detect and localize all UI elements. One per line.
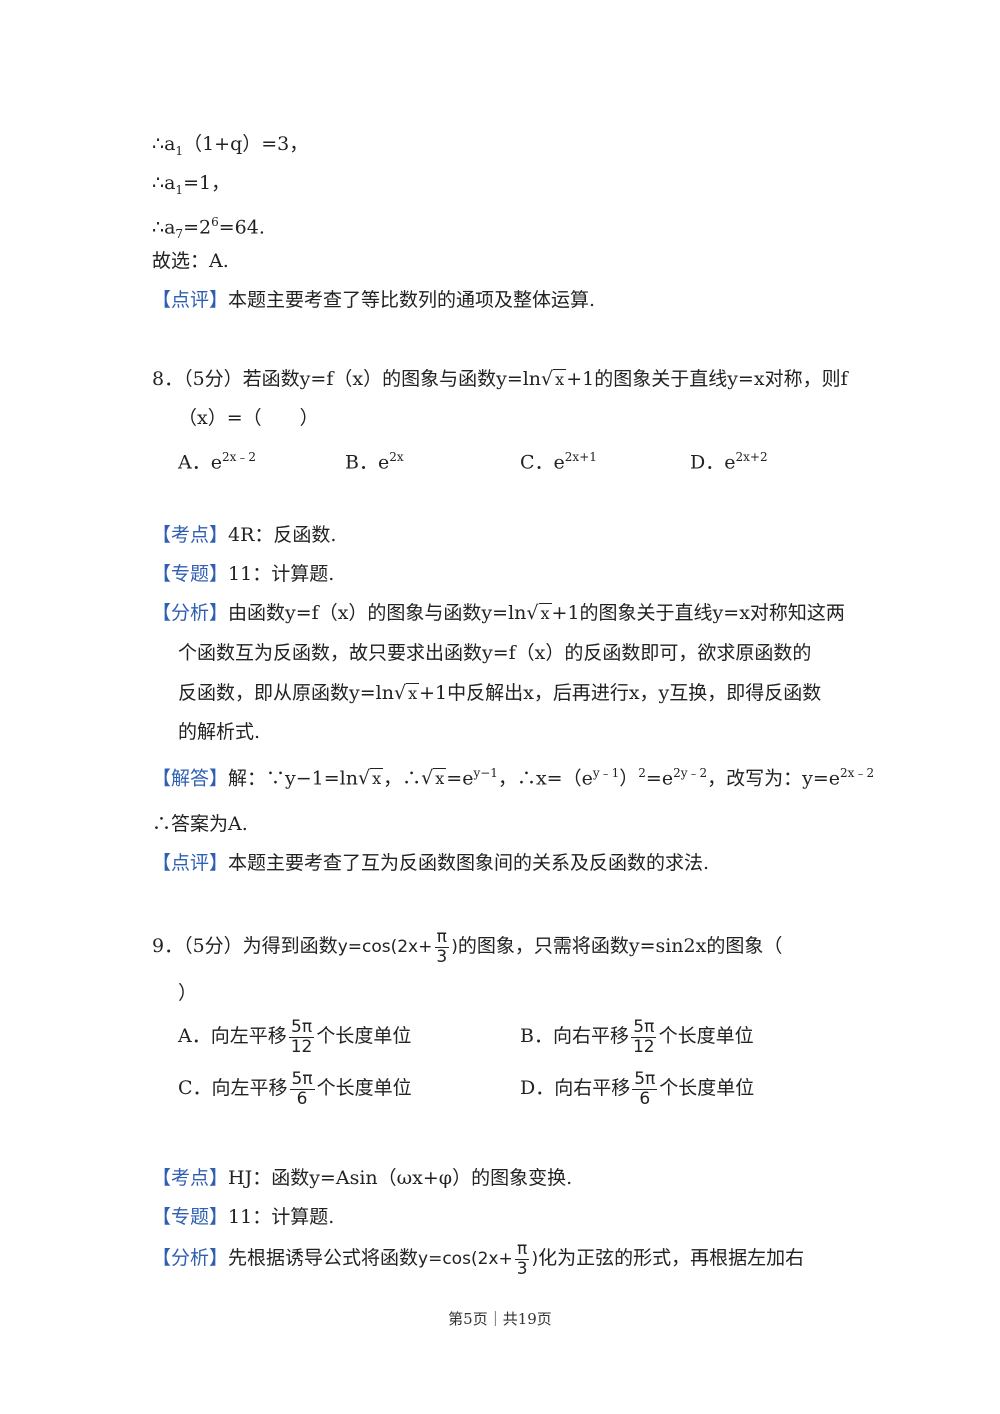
review-line: 【点评】本题主要考查了等比数列的通项及整体运算. xyxy=(152,289,596,311)
choice-line: 故选：A. xyxy=(152,250,229,272)
q8-fenxi-3: 反函数，即从原函数y=ln√x+1中反解出x，后再进行x，y互换，即得反函数 xyxy=(178,680,821,707)
q8-option-d[interactable]: D．e2x+2 xyxy=(690,450,768,474)
q8-answer: ∴答案为A. xyxy=(152,813,248,835)
q8-fenxi-2: 个函数互为反函数，故只要求出函数y=f（x）的反函数即可，欲求原函数的 xyxy=(178,642,812,664)
step-line-2: ∴a1=1， xyxy=(152,172,231,197)
q8-jieda: 【解答】解：∵y−1=ln√x，∴√x=ey−1，∴x=（ey﹣1）2=e2y﹣… xyxy=(152,760,874,792)
page-footer: 第5页｜共19页 xyxy=(448,1310,552,1328)
q8-option-b[interactable]: B．e2x xyxy=(345,450,404,474)
q9-zhuanti: 【专题】11：计算题. xyxy=(152,1206,335,1228)
q8-option-a[interactable]: A．e2x﹣2 xyxy=(178,450,257,474)
q8-option-c[interactable]: C．e2x+1 xyxy=(520,450,597,474)
q8-kaodian: 【考点】4R：反函数. xyxy=(152,524,337,546)
q9-kaodian: 【考点】HJ：函数y=Asin（ωx+φ）的图象变换. xyxy=(152,1167,573,1189)
q8-review: 【点评】本题主要考查了互为反函数图象间的关系及反函数的求法. xyxy=(152,852,710,874)
q8-fenxi-1: 【分析】由函数y=f（x）的图象与函数y=ln√x+1的图象关于直线y=x对称知… xyxy=(152,600,845,627)
sqrt-symbol: √x xyxy=(393,682,420,704)
step-line-3: ∴a7=26=64. xyxy=(152,215,265,242)
sqrt-symbol: √x xyxy=(421,767,447,790)
q9-stem-line-2: ） xyxy=(178,982,198,1004)
sqrt-symbol: √x xyxy=(541,368,567,390)
step-line-1: ∴a1（1+q）=3， xyxy=(152,133,309,158)
q8-zhuanti: 【专题】11：计算题. xyxy=(152,563,335,585)
q8-stem-line-1: 8．（5分）若函数y=f（x）的图象与函数y=ln√x+1的图象关于直线y=x对… xyxy=(152,366,848,393)
review-tag: 【点评】 xyxy=(152,289,229,311)
q8-stem-line-2: （x）=（ ） xyxy=(178,407,319,429)
q8-fenxi-4: 的解析式. xyxy=(178,721,261,743)
sqrt-symbol: √x xyxy=(358,767,384,790)
sqrt-symbol: √x xyxy=(526,602,552,624)
